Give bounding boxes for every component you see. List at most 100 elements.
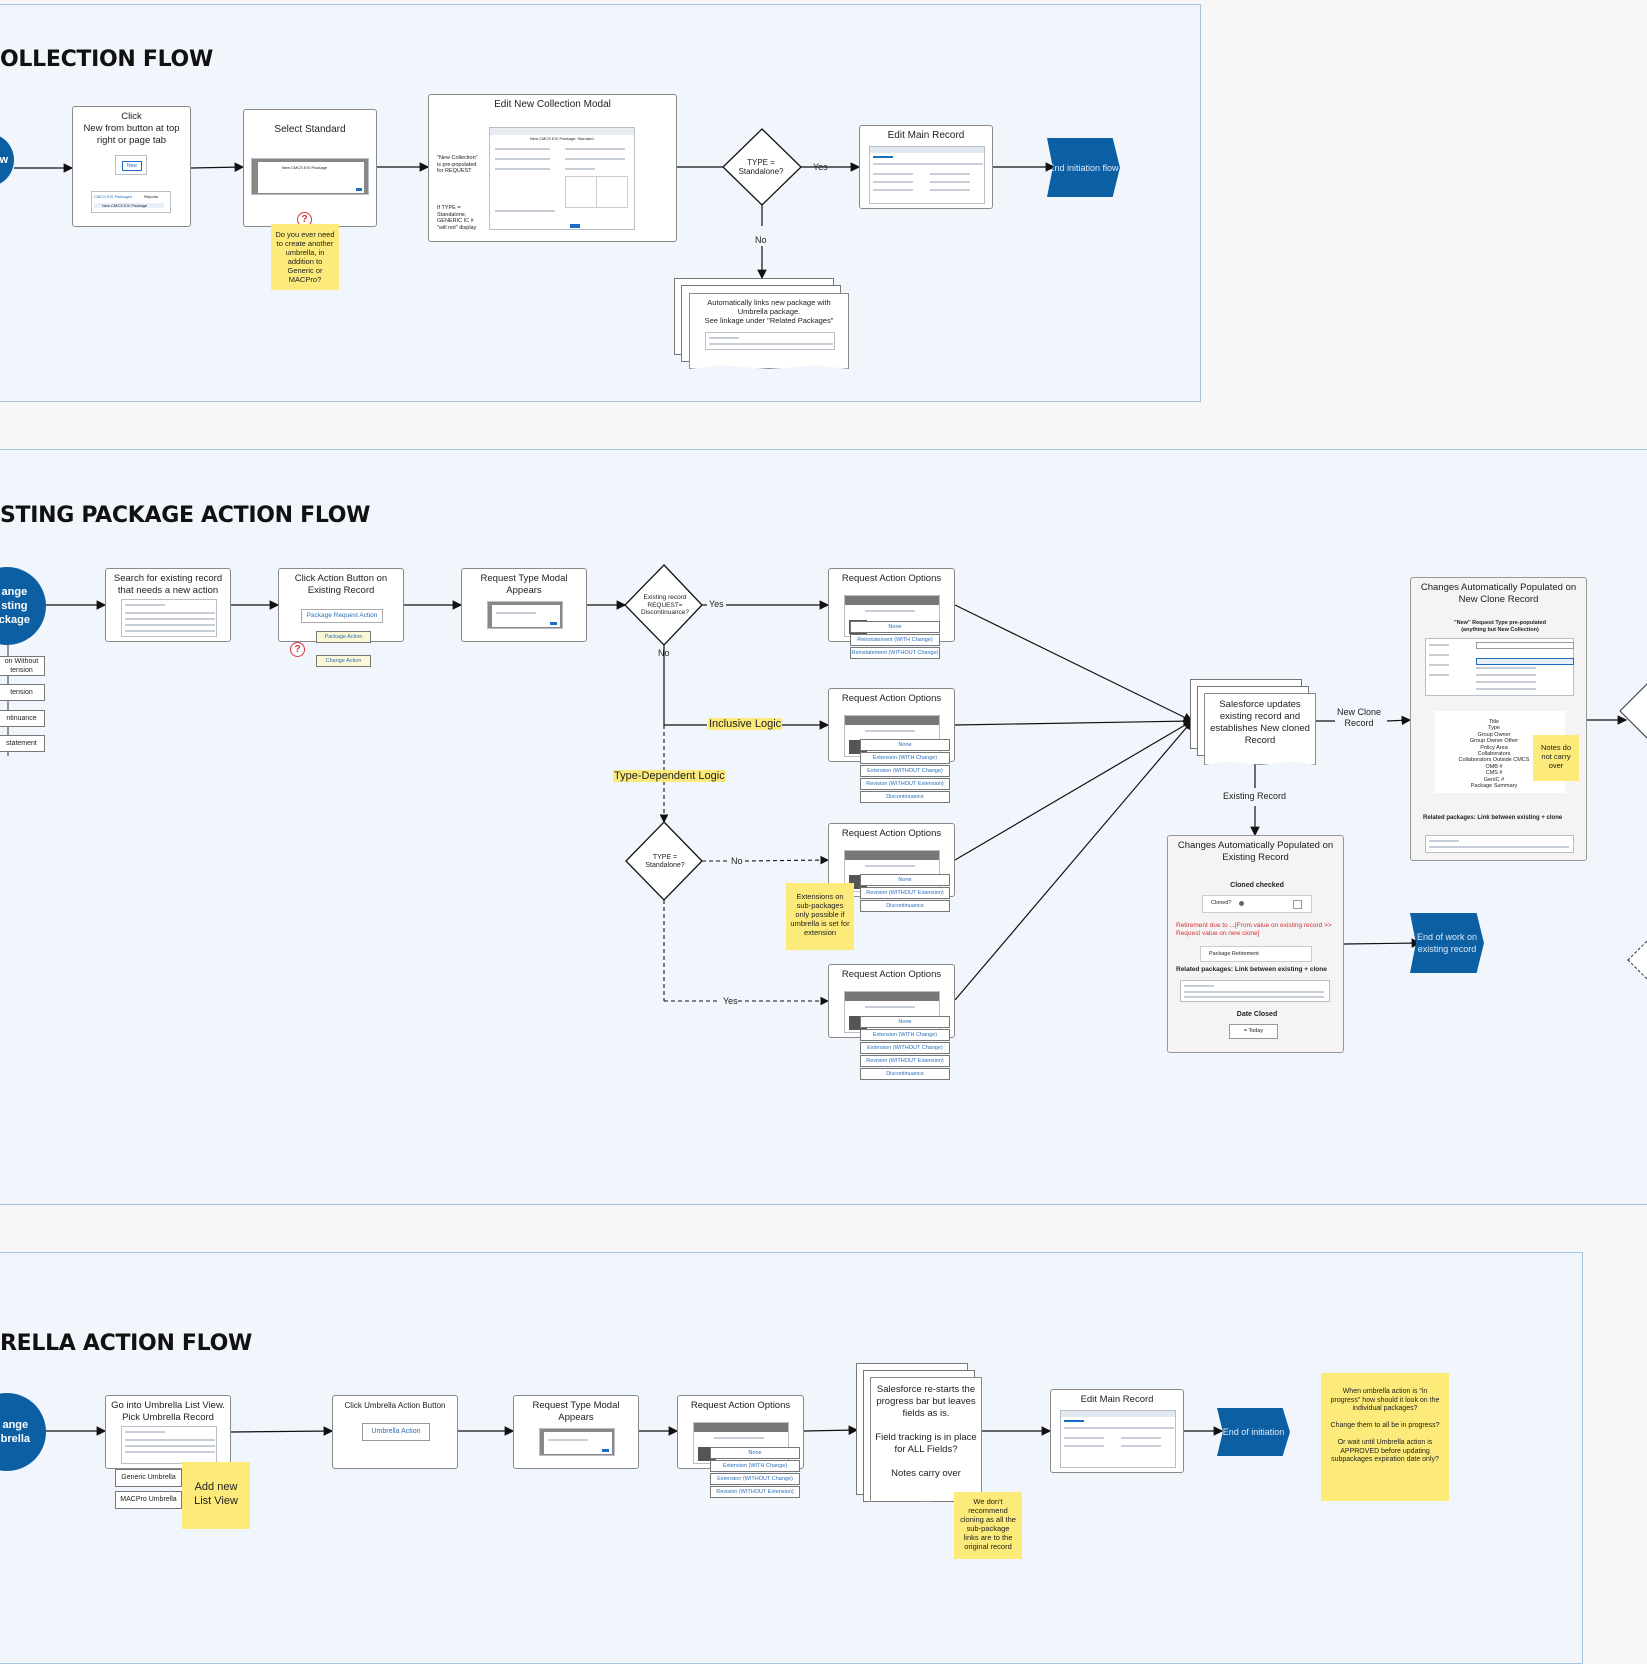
existing-record-panel: Changes Automatically Populated on Exist…: [1167, 835, 1344, 1053]
new-button-screenshot: New: [115, 155, 147, 175]
edit-new-collection-step[interactable]: Edit New Collection Modal New CMCS EXI P…: [428, 94, 677, 242]
new-clone-record-label: New Clone Record: [1337, 707, 1382, 728]
go-umbrella-step[interactable]: Go into Umbrella List View. Pick Umbrell…: [105, 1395, 231, 1469]
lane-existing-package: [0, 449, 1647, 1205]
cloned-field-box: Cloned?: [1202, 895, 1312, 913]
umbrella-request-type-text: Request Type Modal Appears: [532, 1400, 620, 1423]
related-packages-screenshot: [705, 332, 835, 350]
date-closed-text: Date Closed: [1236, 1011, 1278, 1018]
select-standard-step[interactable]: Select Standard New CMCS EXI Package: [243, 109, 377, 227]
rao-2-opt-5[interactable]: Discontinuance: [860, 791, 950, 803]
existing-related-screenshot: [1180, 980, 1330, 1002]
cloned-field-label: Cloned?: [1211, 900, 1232, 906]
generic-umbrella-item[interactable]: Generic Umbrella: [115, 1469, 182, 1487]
existing-panel-title: Changes Automatically Populated on Exist…: [1177, 840, 1334, 863]
umbrella-opt-3[interactable]: Extension (WITHOUT Change): [710, 1473, 800, 1485]
rao-1-opt-3[interactable]: Reinstatement (WITHOUT Change): [850, 647, 940, 659]
question-icon-action: ?: [290, 642, 305, 657]
search-existing-text: Search for existing record that needs a …: [113, 573, 223, 596]
existing-related-text: Related packages: Link between existing …: [1176, 966, 1327, 973]
umbrella-rao-title: Request Action Options: [690, 1400, 791, 1411]
clone-field-package-summary: Package Summary: [1470, 783, 1518, 790]
no-label-1: No: [755, 235, 767, 245]
cloned-checkbox: [1293, 900, 1302, 909]
macpro-umbrella-item[interactable]: MACPro Umbrella: [115, 1491, 182, 1509]
inclusive-logic-label: Inclusive Logic: [708, 718, 783, 730]
clone-fields-list: Title Type Group Owner Group Owner Other…: [1439, 719, 1549, 789]
click-action-step[interactable]: Click Action Button on Existing Record P…: [278, 568, 404, 642]
rao-2-opt-3[interactable]: Extension (WITHOUT Change): [860, 765, 950, 777]
sf-restarts-text: Salesforce re-starts the progress bar bu…: [875, 1384, 977, 1479]
package-request-action-btn[interactable]: Package Request Action: [301, 609, 383, 623]
umbrella-end-initiation[interactable]: End of initiation: [1217, 1408, 1290, 1456]
rao-2-opt-1[interactable]: None: [860, 739, 950, 751]
clone-field-type: Type: [1488, 725, 1500, 732]
rao-2-opt-4[interactable]: Revision (WITHOUT Extension): [860, 778, 950, 790]
clone-field-cms: CMS #: [1485, 770, 1503, 777]
request-type-modal-step[interactable]: Request Type Modal Appears: [461, 568, 587, 642]
notes-not-carry-sticky: Notes do not carry over: [1533, 735, 1579, 781]
standalone-decision-2-text: TYPE = Standalone?: [645, 854, 685, 869]
rao-4-opt-5[interactable]: Discontinuance: [860, 1068, 950, 1080]
side-item-3: ntinuance: [0, 710, 45, 727]
retirement-text: Retirement due to ...[From value on exis…: [1176, 922, 1332, 937]
side-item-2: tension: [0, 684, 45, 701]
rao-4-opt-2[interactable]: Extension (WITH Change): [860, 1029, 950, 1041]
tab-label: CMCS EXI Packages: [94, 194, 133, 199]
rao-4-opt-4[interactable]: Revision (WITHOUT Extension): [860, 1055, 950, 1067]
rao-3-opt-2[interactable]: Revision (WITHOUT Extension): [860, 887, 950, 899]
search-existing-step[interactable]: Search for existing record that needs a …: [105, 568, 231, 642]
rao-1-opt-1[interactable]: None: [850, 621, 940, 633]
rao-3-opt-3[interactable]: Discontinuance: [860, 900, 950, 912]
umbrella-action-btn[interactable]: Umbrella Action: [362, 1423, 430, 1441]
edit-main-title: Edit Main Record: [887, 130, 965, 141]
change-action-item[interactable]: Change Action: [316, 655, 371, 667]
auto-link-text: Automatically links new package with Umb…: [704, 298, 834, 325]
rao-1-title: Request Action Options: [841, 573, 942, 584]
info-icon: [1239, 901, 1244, 906]
edit-main-record-step[interactable]: Edit Main Record: [859, 125, 993, 209]
select-modal-title: New CMCS EXI Package: [282, 165, 328, 170]
add-list-view-sticky: Add new List View: [182, 1462, 250, 1529]
start-label-umbrella: ange brella: [0, 1419, 30, 1445]
rao-1-opt-2[interactable]: Reinstatement (WITH Change): [850, 634, 940, 646]
clone-field-group-owner-other: Group Owner Other: [1469, 738, 1519, 745]
side-item-1-label: on Without tension: [4, 658, 39, 674]
clone-field-collaborators-outside: Collaborators Outside CMCS: [1458, 757, 1530, 764]
rao-2-opt-2[interactable]: Extension (WITH Change): [860, 752, 950, 764]
umbrella-opt-2[interactable]: Extension (WITH Change): [710, 1460, 800, 1472]
clone-related-text: Related packages: Link between existing …: [1423, 815, 1563, 821]
clone-panel-subtitle: "New" Request Type pre-populated (anythi…: [1454, 620, 1546, 633]
rao-4-opt-3[interactable]: Extension (WITHOUT Change): [860, 1042, 950, 1054]
clone-field-title: Title: [1488, 719, 1500, 725]
select-standard-title: Select Standard: [274, 124, 346, 135]
prepopulated-note: "New Collection" is pre-populated for RE…: [437, 155, 478, 174]
umbrella-request-type-step[interactable]: Request Type Modal Appears: [513, 1395, 639, 1469]
umbrella-edit-main-step[interactable]: Edit Main Record: [1050, 1389, 1184, 1473]
umbrella-list-screenshot: [121, 1426, 217, 1464]
package-action-item[interactable]: Package Action: [316, 631, 371, 643]
type-dependent-logic-label: Type-Dependent Logic: [613, 770, 726, 782]
umbrella-edit-main-screenshot: [1060, 1410, 1176, 1468]
sf-updates-text: Salesforce updates existing record and e…: [1210, 699, 1310, 746]
click-new-step[interactable]: Click New from button at top right or pa…: [72, 106, 191, 227]
end-initiation-flow[interactable]: End initiation flow: [1047, 138, 1120, 197]
lane-title-umbrella: RELLA ACTION FLOW: [0, 1331, 252, 1356]
search-screenshot: [121, 599, 217, 637]
extension-sticky: Extensions on sub-packages only possible…: [786, 883, 854, 950]
rao-3-opt-1[interactable]: None: [860, 874, 950, 886]
edit-modal-inner-title: New CMCS EXI Package: Standard: [530, 136, 594, 141]
clone-field-policy-area: Policy Area: [1480, 744, 1508, 751]
clone-field-group-owner: Group Owner: [1477, 731, 1511, 738]
clone-field-collaborators: Collaborators: [1477, 751, 1511, 758]
umbrella-opt-1[interactable]: None: [710, 1447, 800, 1459]
umbrella-end-label: End of initiation: [1222, 1427, 1285, 1437]
rao-4-opt-1[interactable]: None: [860, 1016, 950, 1028]
rao-2-title: Request Action Options: [841, 693, 942, 704]
click-umbrella-btn-step[interactable]: Click Umbrella Action Button Umbrella Ac…: [332, 1395, 458, 1469]
package-retirement-label: Package Retirement: [1209, 951, 1259, 957]
end-of-work-existing[interactable]: End of work on existing record: [1410, 913, 1484, 973]
umbrella-opt-4[interactable]: Revision (WITHOUT Extension): [710, 1486, 800, 1498]
discontinuance-decision-text: Existing record REQUEST= Discontinuance?: [640, 594, 690, 616]
